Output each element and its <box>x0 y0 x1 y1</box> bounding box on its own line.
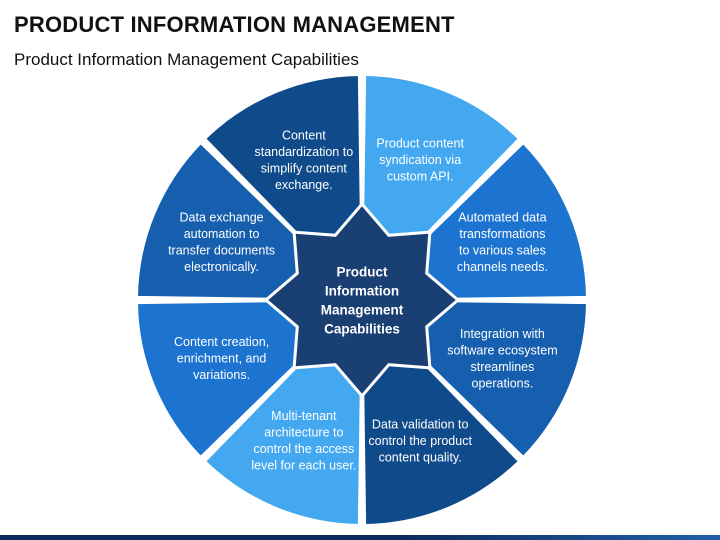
page-subtitle: Product Information Management Capabilit… <box>14 50 359 69</box>
segment-label-line: streamlines <box>470 360 534 374</box>
segment-label-line: standardization to <box>254 145 353 159</box>
segment-label: Content standardization to simplify conten… <box>254 128 353 192</box>
segment-product-content-syndication: Product content syndication via custom API… <box>361 74 521 253</box>
segment-label-line: syndication via <box>379 153 461 167</box>
segment-label-line: Integration with <box>460 327 545 341</box>
segment-label-line: electronically. <box>184 260 259 274</box>
center-label-line: Management <box>321 303 404 318</box>
segment-label-line: operations. <box>472 376 534 390</box>
segment-label: Multi-tenant architecture to control the a… <box>251 409 356 473</box>
segment-label-line: custom API. <box>387 170 454 184</box>
center-label-line: Product <box>336 265 388 280</box>
segment-label-line: Multi-tenant <box>271 409 337 423</box>
segment-label-line: Product content <box>376 137 464 151</box>
segment-label: Content creation, enrichment, and variatio… <box>174 335 269 382</box>
segment-label-line: architecture to <box>264 426 343 440</box>
wheel-segments: Content standardization to simplify conten… <box>136 74 588 526</box>
segment-label-line: Data exchange <box>180 211 264 225</box>
segment-label-line: control the product <box>368 434 472 448</box>
segment-label-line: Content <box>282 128 326 142</box>
segment-label: Data exchange automation to transfer docum… <box>168 211 275 275</box>
segment-label-line: level for each user. <box>251 459 356 473</box>
segment-label-line: Automated data <box>458 211 546 225</box>
segment-label-line: control the access <box>253 442 354 456</box>
segment-label-line: content quality. <box>379 450 462 464</box>
segment-label-line: variations. <box>193 368 250 382</box>
segment-label: Integration with software ecosystem stream… <box>447 327 557 391</box>
page-title: PRODUCT INFORMATION MANAGEMENT <box>14 12 455 37</box>
segment-label-line: transformations <box>459 227 545 241</box>
segment-multi-tenant-architecture: Multi-tenant architecture to control the a… <box>203 347 363 526</box>
center-label-line: Capabilities <box>324 322 400 337</box>
segment-content-standardization: Content standardization to simplify conten… <box>203 74 363 253</box>
segment-label: Automated data transformations to various … <box>457 211 548 275</box>
segment-label-line: transfer documents <box>168 244 275 258</box>
segment-label-line: Data validation to <box>372 417 469 431</box>
bottom-accent-bar <box>0 535 720 540</box>
center-label-line: Information <box>325 284 399 299</box>
segment-label-line: simplify content <box>261 161 348 175</box>
segment-label-line: channels needs. <box>457 260 548 274</box>
segment-content-creation: Content creation, enrichment, and variatio… <box>136 299 315 459</box>
segment-label-line: enrichment, and <box>177 352 267 366</box>
segment-label-line: Content creation, <box>174 335 269 349</box>
center-star-shape <box>263 201 461 399</box>
segment-label: Product content syndication via custom API… <box>376 137 464 184</box>
segment-label: Data validation to control the product con… <box>368 417 472 464</box>
segment-label-line: software ecosystem <box>447 343 557 357</box>
segment-label-line: exchange. <box>275 178 333 192</box>
segment-label-line: to various sales <box>459 244 546 258</box>
segment-label-line: automation to <box>184 227 260 241</box>
segment-software-ecosystem-integration: Integration with software ecosystem stream… <box>409 299 588 459</box>
